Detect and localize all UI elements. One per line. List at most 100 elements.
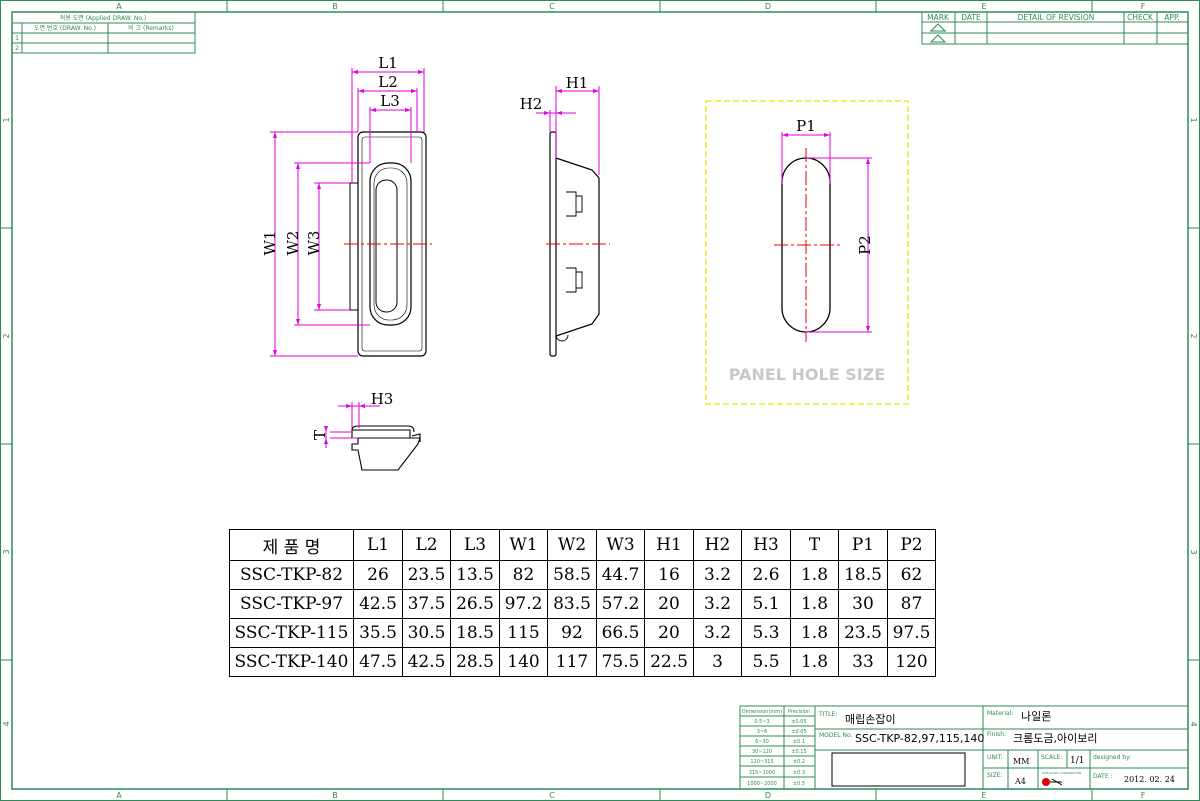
table-row: SSC-TKP-82 26 23.5 13.5 82 58.5 44.7 16 … — [229, 560, 936, 590]
title-block — [739, 705, 1189, 790]
dim-label-l3: L3 — [380, 92, 400, 110]
col-label-top-c: C — [549, 2, 555, 11]
table-cell: 1.8 — [790, 618, 839, 648]
model-value: SSC-TKP-82,97,115,140 — [855, 732, 984, 745]
spec-table: 제 품 명 L1 L2 L3 W1 W2 W3 H1 H2 H3 T P1 P2… — [229, 529, 936, 677]
table-cell: 3.2 — [693, 618, 742, 648]
table-cell: 82 — [499, 560, 548, 590]
row-label-right-1: 1 — [1189, 117, 1198, 122]
table-cell: 30 — [838, 589, 888, 619]
table-cell: 37.5 — [402, 589, 451, 619]
table-cell: 1.8 — [790, 589, 839, 619]
dim-label-h1: H1 — [566, 74, 589, 92]
table-cell: 1.8 — [790, 560, 839, 590]
inner-border — [11, 11, 1189, 790]
spec-header-h3: H3 — [741, 529, 791, 561]
table-cell: 33 — [838, 647, 888, 677]
panel-hole-caption: PANEL HOLE SIZE — [729, 365, 885, 384]
table-cell: 23.5 — [838, 618, 888, 648]
title-block-blank-box — [831, 752, 966, 787]
spec-header-w1: W1 — [499, 529, 548, 561]
dim-label-p2: P2 — [856, 235, 874, 255]
dim-label-h2: H2 — [520, 95, 543, 113]
table-cell: 5.3 — [741, 618, 791, 648]
applied-table-col2: 비 고 (Remarks) — [128, 24, 174, 32]
model-label: MODEL No. — [819, 732, 853, 739]
table-cell: 42.5 — [353, 589, 403, 619]
spec-header-h2: H2 — [693, 529, 742, 561]
table-cell: SSC-TKP-140 — [229, 647, 354, 677]
spec-header-t: T — [790, 529, 839, 561]
dim-label-w2: W2 — [284, 231, 302, 256]
table-cell: 18.5 — [450, 618, 500, 648]
panel-hole-frame — [705, 100, 909, 405]
row-label-right-3: 3 — [1189, 549, 1198, 554]
row-label-left-4: 4 — [2, 721, 11, 726]
title-value: 매립손잡이 — [845, 713, 896, 726]
table-cell: 3 — [693, 647, 742, 677]
row-label-right-4: 4 — [1189, 721, 1198, 726]
spec-header-l3: L3 — [450, 529, 500, 561]
dim-label-h3: H3 — [371, 390, 394, 408]
table-row: SSC-TKP-115 35.5 30.5 18.5 115 92 66.5 2… — [229, 618, 936, 648]
row-label-left-1: 1 — [2, 117, 11, 122]
table-cell: 23.5 — [402, 560, 451, 590]
revision-table — [921, 11, 1189, 45]
dim-label-w1: W1 — [261, 231, 279, 256]
spec-header-w3: W3 — [596, 529, 645, 561]
tol-row-6-precision: ±0.3 — [793, 770, 805, 776]
table-cell: 66.5 — [596, 618, 645, 648]
material-value: 나일론 — [1021, 709, 1051, 723]
col-label-top-e: E — [981, 2, 986, 11]
col-label-bottom-b: B — [332, 791, 338, 800]
finish-label: Finish: — [987, 731, 1006, 738]
table-cell: 115 — [499, 618, 548, 648]
row-label-left-3: 3 — [2, 549, 11, 554]
revision-header-mark: MARK — [927, 13, 950, 22]
col-label-bottom-a: A — [116, 791, 122, 800]
front-view: L1 L2 L3 W1 W2 W3 — [261, 54, 432, 357]
table-cell: 5.1 — [741, 589, 791, 619]
spec-header-p1: P1 — [838, 529, 888, 561]
applied-table-col1: 도면 번호 (DRAW. No.) — [34, 24, 96, 32]
applied-table-title: 적용 도면 (Applied DRAW. No.) — [60, 14, 146, 22]
col-label-bottom-d: D — [765, 791, 771, 800]
revision-header-detail: DETAIL OF REVISION — [1018, 13, 1095, 22]
dim-label-l2: L2 — [378, 73, 398, 91]
col-label-top-f: F — [1141, 2, 1146, 11]
scale-label: SCALE: — [1041, 754, 1062, 761]
designed-by-label: designed by: — [1093, 754, 1131, 761]
table-cell: 20 — [644, 618, 694, 648]
row-label-left-2: 2 — [2, 333, 11, 338]
table-cell: 44.7 — [596, 560, 645, 590]
table-cell: 1.8 — [790, 647, 839, 677]
panel-hole-view: P1 P2 PANEL HOLE SIZE — [705, 100, 909, 405]
tol-row-7-range: 1000~2000 — [747, 781, 777, 787]
tol-row-2-range: 3~6 — [757, 729, 768, 735]
tol-row-4-range: 30~120 — [752, 749, 772, 755]
table-cell: 97.5 — [887, 618, 936, 648]
table-cell: 26 — [353, 560, 403, 590]
col-label-top-b: B — [332, 2, 338, 11]
applied-table-row1: 1 — [15, 35, 19, 42]
table-row: SSC-TKP-140 47.5 42.5 28.5 140 117 75.5 … — [229, 647, 936, 677]
col-label-bottom-f: F — [1141, 791, 1146, 800]
spec-header-name: 제 품 명 — [229, 529, 354, 561]
table-cell: 3.2 — [693, 560, 742, 590]
unit-label: UNIT: — [987, 754, 1003, 761]
scale-value: 1/1 — [1070, 756, 1084, 766]
company-logo: SUN SOLID CORPORATION — [1042, 771, 1081, 786]
col-label-top-d: D — [765, 2, 771, 11]
tol-header-precision: Precision — [788, 709, 810, 715]
tol-row-7-precision: ±0.5 — [793, 781, 805, 787]
dim-label-w3: W3 — [305, 231, 323, 256]
table-cell: 5.5 — [741, 647, 791, 677]
logo-text: SUN SOLID CORPORATION — [1042, 771, 1081, 775]
row-label-right-2: 2 — [1189, 333, 1198, 338]
size-label: SIZE: — [987, 772, 1003, 779]
spec-header-l2: L2 — [402, 529, 451, 561]
spec-header-row: 제 품 명 L1 L2 L3 W1 W2 W3 H1 H2 H3 T P1 P2 — [229, 529, 936, 561]
col-label-bottom-c: C — [549, 791, 555, 800]
tol-row-1-precision: ±0.05 — [791, 719, 806, 725]
col-label-bottom-e: E — [981, 791, 986, 800]
